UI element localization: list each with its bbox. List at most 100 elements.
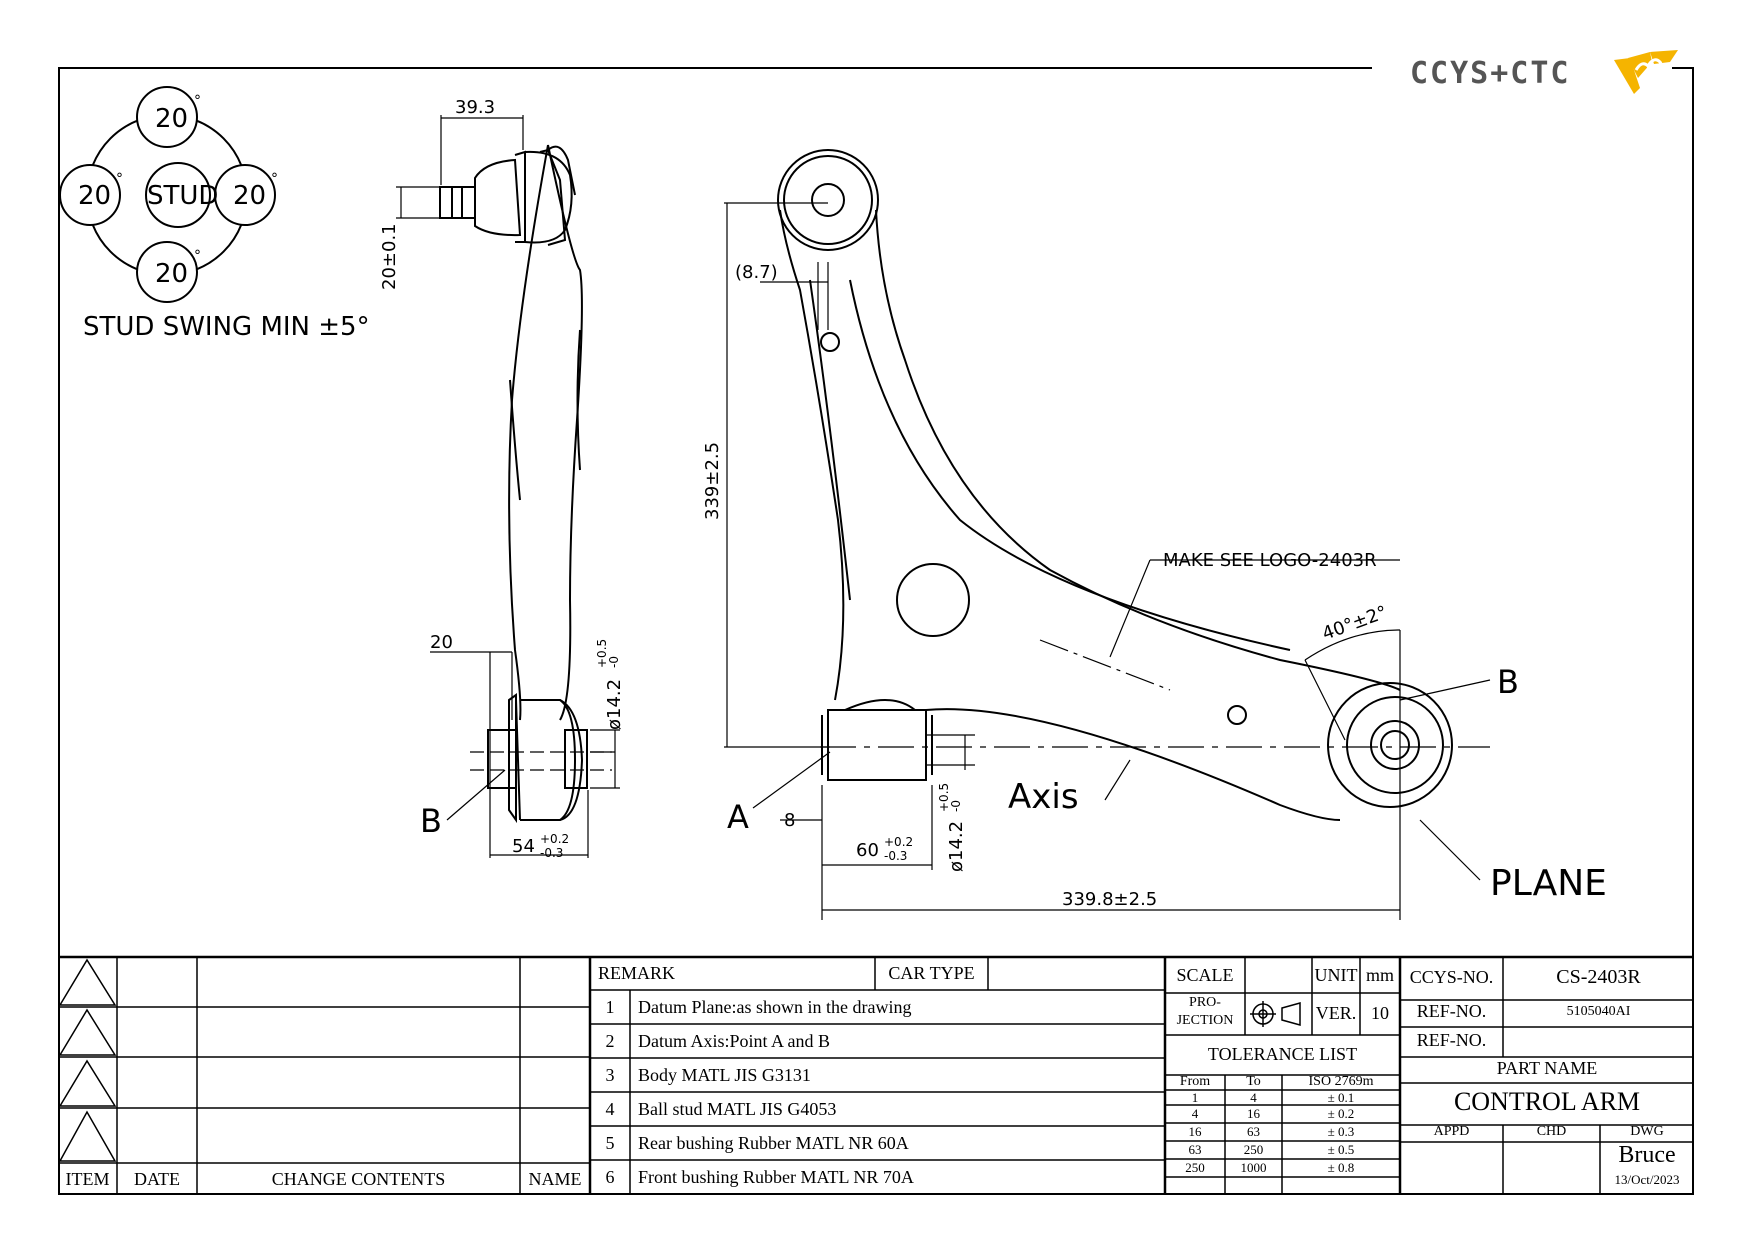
remark-text-1: Datum Plane:as shown in the drawing: [638, 996, 912, 1017]
remark-text-2: Datum Axis:Point A and B: [638, 1030, 831, 1051]
stud-caption: STUD SWING MIN ±5°: [83, 312, 370, 342]
remark-no-5: 5: [605, 1132, 615, 1153]
stud-degree-top: °: [194, 93, 201, 109]
rev-date-header: DATE: [134, 1168, 180, 1189]
front-dim-8: 8: [784, 810, 795, 831]
remark-text-5: Rear bushing Rubber MATL NR 60A: [638, 1132, 909, 1153]
chd-label: CHD: [1536, 1123, 1567, 1139]
appd-label: APPD: [1433, 1123, 1470, 1139]
unit-label: UNIT: [1314, 964, 1358, 985]
front-dim-dia: ø14.2: [946, 821, 967, 872]
side-view: [439, 144, 612, 824]
front-view-dimensions: [724, 202, 1491, 920]
front-dim-dia-tol-upper: +0.5: [937, 783, 951, 812]
tol-row-value: ± 0.5: [1327, 1142, 1355, 1157]
ref-no-value-2: [1503, 1025, 1694, 1055]
front-label-plane: PLANE: [1490, 863, 1607, 904]
car-type-label: CAR TYPE: [888, 963, 975, 983]
tol-row-value: ± 0.2: [1327, 1106, 1355, 1121]
ref-no-label-2: REF-NO.: [1416, 1029, 1487, 1050]
side-dim-len-tol-lower: -0.3: [540, 846, 563, 860]
front-label-axis: Axis: [1008, 777, 1079, 817]
remark-no-1: 1: [605, 996, 615, 1017]
side-dim-len: 54: [512, 836, 535, 857]
ver-value: 10: [1371, 1002, 1389, 1023]
stud-angle-bottom: 20: [155, 259, 188, 289]
ref-no-value-1: 5105040AI: [1566, 1003, 1631, 1019]
border-gap: [1372, 62, 1672, 72]
remark-text-3: Body MATL JIS G3131: [638, 1064, 811, 1085]
rev-change-header: CHANGE CONTENTS: [271, 1168, 446, 1189]
tol-to-header: To: [1246, 1073, 1261, 1089]
tol-row-to: 16: [1247, 1106, 1260, 1121]
tol-row-to: 1000: [1240, 1160, 1267, 1175]
scale-label: SCALE: [1176, 964, 1234, 985]
dwg-name: Bruce: [1618, 1141, 1676, 1168]
car-type-value: [988, 957, 1165, 990]
stud-degree-right: °: [271, 171, 278, 187]
unit-value: mm: [1365, 964, 1394, 985]
tol-row-value: ± 0.8: [1327, 1160, 1355, 1175]
ref-no-label-1: REF-NO.: [1416, 1001, 1487, 1021]
side-point-b: B: [420, 802, 442, 840]
front-label-a: A: [727, 798, 749, 836]
stud-swing-diagram: [59, 86, 276, 303]
ccys-no-label: CCYS-NO.: [1409, 967, 1494, 987]
tol-row-from: 16: [1188, 1124, 1202, 1139]
remark-header: REMARK: [598, 963, 676, 983]
remark-no-2: 2: [605, 1030, 615, 1051]
front-dim-dia-tol-lower: -0: [949, 800, 963, 812]
remark-text-4: Ball stud MATL JIS G4053: [638, 1098, 837, 1119]
tol-row-value: ± 0.1: [1327, 1090, 1355, 1105]
side-dim-dia: ø14.2: [604, 679, 625, 730]
remark-no-6: 6: [605, 1167, 615, 1187]
ver-label: VER.: [1315, 1002, 1357, 1023]
title-block: ITEM DATE CHANGE CONTENTS NAME REMARK CA…: [58, 955, 1694, 1195]
company-logo: CCYS+CTC: [1410, 48, 1690, 103]
stud-center-label: STUD: [147, 181, 218, 211]
side-dim-dia-tol-upper: +0.5: [595, 639, 609, 668]
part-name-value: CONTROL ARM: [1453, 1087, 1641, 1116]
front-dim-length: 339.8±2.5: [1062, 889, 1157, 910]
rev-item-header: ITEM: [65, 1168, 110, 1189]
dim-stud-20: 20±0.1: [379, 223, 400, 290]
stud-angle-left: 20: [78, 181, 111, 211]
projection-label-2: JECTION: [1176, 1013, 1234, 1028]
tol-row-to: 250: [1243, 1142, 1264, 1157]
projection-label-1: PRO-: [1189, 995, 1221, 1010]
side-view-dimensions: [396, 115, 620, 858]
tolerance-title: TOLERANCE LIST: [1207, 1043, 1358, 1064]
front-dim-height: 339±2.5: [702, 442, 723, 520]
front-note: MAKE SEE LOGO-2403R: [1163, 550, 1377, 571]
remark-text-6: Front bushing Rubber MATL NR 70A: [638, 1167, 914, 1187]
dwg-label: DWG: [1630, 1123, 1664, 1139]
part-name-label: PART NAME: [1496, 1057, 1598, 1078]
side-dim-len-tol-upper: +0.2: [540, 832, 569, 846]
stud-degree-bottom: °: [194, 248, 201, 264]
dim-39-3: 39.3: [455, 97, 495, 118]
tol-iso-header: ISO 2769m: [1308, 1073, 1374, 1089]
tol-row-from: 250: [1185, 1160, 1205, 1175]
tol-row-from: 4: [1191, 1106, 1199, 1121]
stud-angle-top: 20: [155, 104, 188, 134]
stud-degree-left: °: [116, 171, 123, 187]
drawing-border: [58, 67, 1694, 1195]
logo-text: CCYS+CTC: [1410, 56, 1571, 91]
tol-row-value: ± 0.3: [1327, 1124, 1355, 1139]
scale-value: [1245, 957, 1312, 993]
front-dim-60-tol-lower: -0.3: [884, 849, 907, 863]
front-dim-60-tol-upper: +0.2: [884, 835, 913, 849]
tol-from-header: From: [1179, 1073, 1211, 1089]
stud-angle-right: 20: [233, 181, 266, 211]
side-dim-dia-tol-lower: -0: [607, 656, 621, 668]
ccys-no-value: CS-2403R: [1556, 966, 1641, 988]
front-dim-60: 60: [856, 840, 879, 861]
tol-row-to: 63: [1247, 1124, 1260, 1139]
tol-row-to: 4: [1250, 1090, 1257, 1105]
logo-mark-icon: [1614, 50, 1678, 94]
rev-name-header: NAME: [528, 1168, 582, 1189]
remark-no-3: 3: [605, 1064, 615, 1085]
front-view: [777, 149, 1453, 821]
